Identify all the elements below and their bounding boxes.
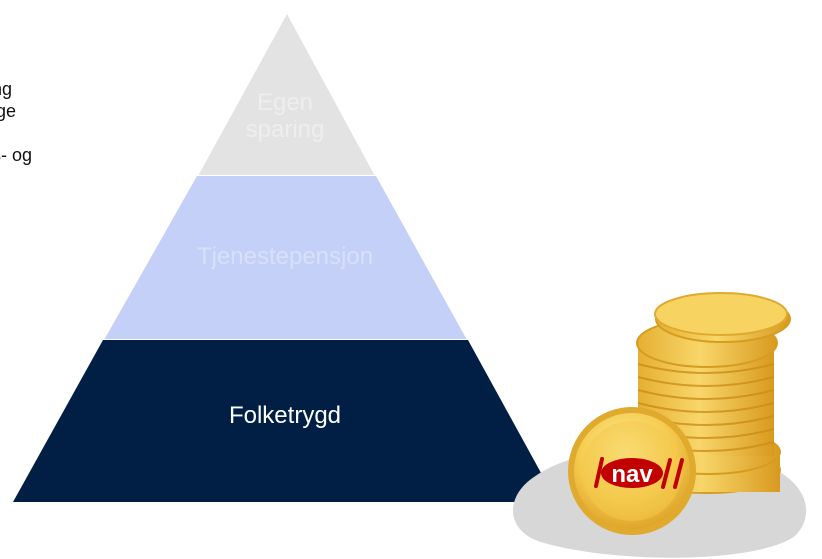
- pyramid-top-label-line-1: Egen: [256, 89, 314, 116]
- nav-logo-text: nav: [611, 461, 653, 488]
- pyramid-bottom-label: Folketrygd: [228, 402, 342, 429]
- pyramid-bottom-tier: [13, 340, 557, 502]
- pyramid-top-label: Egen sparing: [220, 89, 350, 143]
- side-text-line-3: s- og: [0, 145, 33, 165]
- coin-top-face: [654, 292, 788, 336]
- pyramid-top-tier: [198, 14, 375, 176]
- cropped-side-text: ng orge s- og: [0, 78, 32, 166]
- pyramid-middle-label: Tjenestepensjon: [196, 243, 374, 270]
- side-text-line-2: orge: [0, 101, 17, 121]
- pyramid-middle-tier: [104, 176, 467, 340]
- pyramid-top-label-line-2: sparing: [245, 116, 325, 143]
- nav-logo-icon: nav: [594, 457, 684, 489]
- side-text-line-1: ng: [0, 79, 13, 99]
